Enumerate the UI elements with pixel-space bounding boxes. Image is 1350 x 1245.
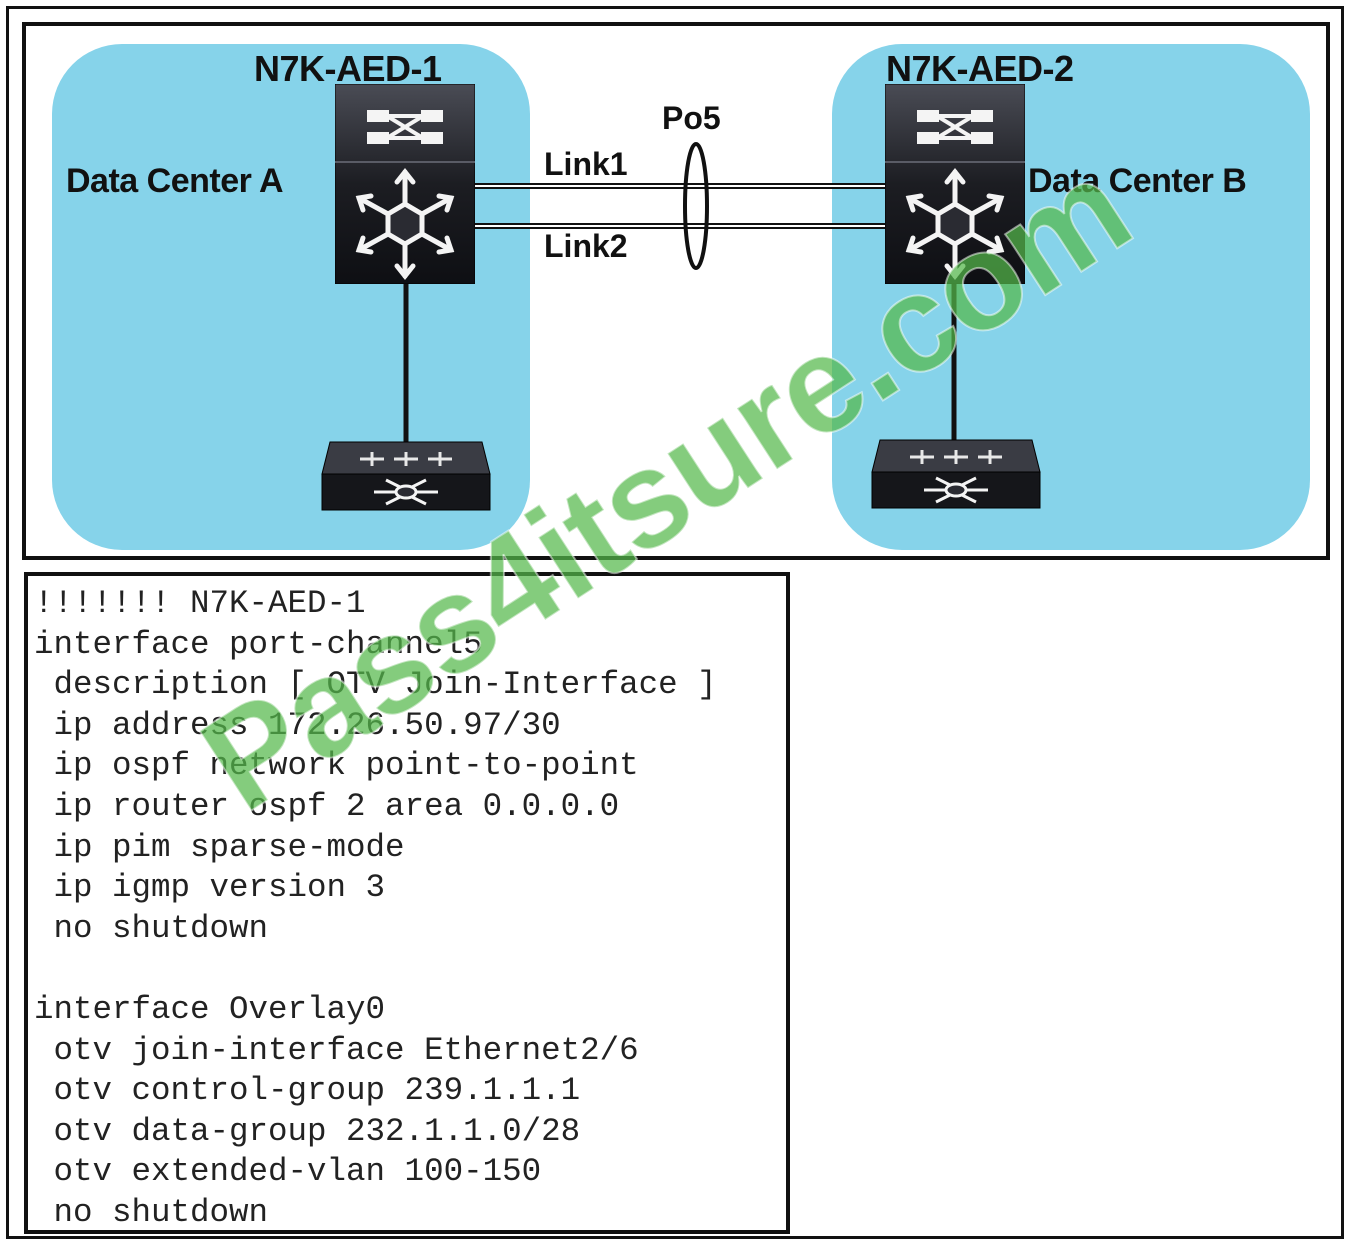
config-line: otv join-interface Ethernet2/6 (34, 1031, 639, 1069)
config-line: description [ OTV Join-Interface ] (34, 666, 717, 704)
config-line: interface port-channel5 (34, 625, 483, 663)
config-line: ip pim sparse-mode (34, 828, 405, 866)
config-line: no shutdown (34, 909, 269, 947)
port-channel-label: Po5 (662, 100, 721, 136)
nexus-7000-switch-icon (885, 84, 1025, 284)
config-line: ip ospf network point-to-point (34, 747, 639, 785)
config-panel: !!!!!!! N7K-AED-1 interface port-channel… (24, 572, 790, 1234)
site-label-a: Data Center A (66, 162, 284, 200)
device-label-aed2: N7K-AED-2 (886, 48, 1074, 89)
config-line: otv data-group 232.1.1.0/28 (34, 1112, 581, 1150)
link2-label: Link2 (544, 228, 628, 264)
device-label-aed1: N7K-AED-1 (254, 48, 442, 89)
config-line: no shutdown (34, 1193, 269, 1231)
config-line: otv control-group 239.1.1.1 (34, 1072, 581, 1110)
access-switch-icon (321, 441, 491, 511)
config-line (34, 949, 786, 990)
topology-panel: N7K-AED-1 N7K-AED-2 Data Center A Data C… (22, 22, 1330, 560)
link1-label: Link1 (544, 146, 628, 182)
config-line: ip address 172.26.50.97/30 (34, 706, 561, 744)
port-channel-ellipse (683, 142, 709, 270)
config-line: ip router ospf 2 area 0.0.0.0 (34, 787, 620, 825)
config-line: !!!!!!! N7K-AED-1 (34, 585, 366, 622)
config-line: interface Overlay0 (34, 990, 386, 1028)
config-line: ip igmp version 3 (34, 869, 386, 907)
config-line: otv extended-vlan 100-150 (34, 1153, 542, 1191)
link-layer (403, 142, 957, 446)
site-label-b: Data Center B (1028, 162, 1247, 200)
access-switch-icon (871, 439, 1041, 509)
nexus-7000-switch-icon (335, 84, 475, 284)
